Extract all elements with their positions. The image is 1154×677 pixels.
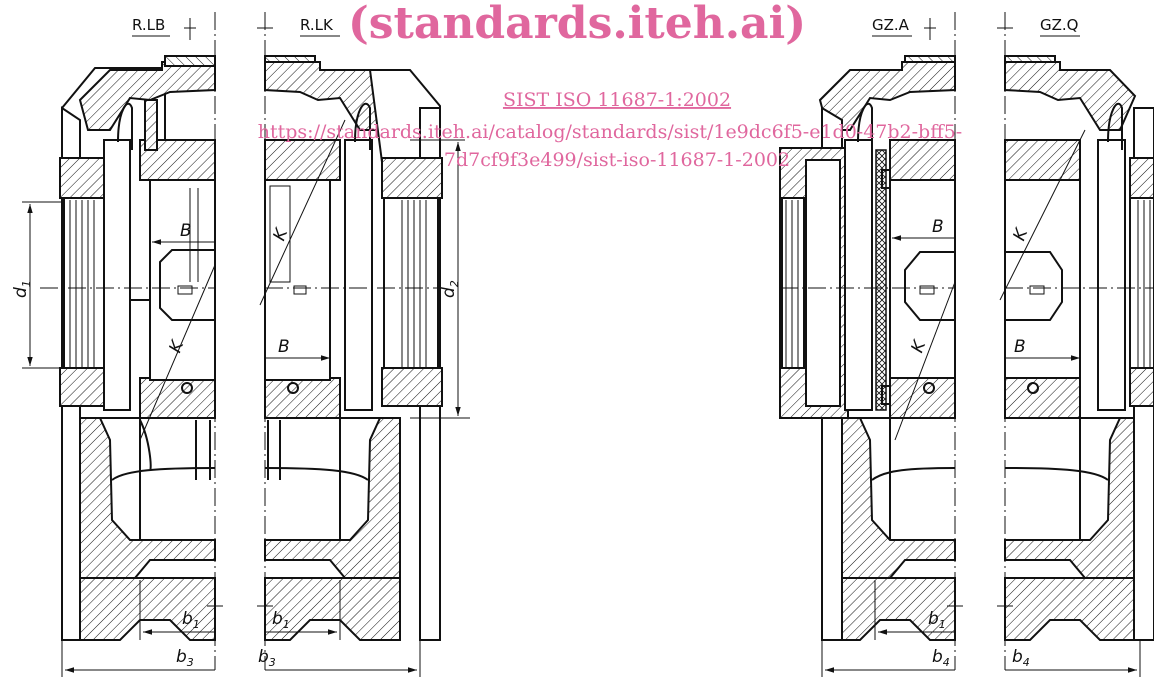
roller-bearing-right [401, 200, 427, 368]
view-r-lb: d1 B K b1 b3 R.LB [11, 12, 223, 677]
view-r-lk: d2 B K b1 b3 R.LK [257, 12, 470, 677]
label-b3-view1: b3 [176, 647, 194, 669]
dim-d1-label: d1 [11, 280, 33, 298]
watermark-url-line2[interactable]: 7d7cf9f3e499/sist-iso-11687-1-2002 [444, 149, 790, 171]
view-label-gz-a: GZ.A [872, 16, 910, 34]
label-B-view2: B [278, 337, 290, 357]
watermark-url-line1[interactable]: https://standards.iteh.ai/catalog/standa… [258, 121, 962, 143]
label-b1-view3: b1 [928, 609, 946, 631]
bolt-mark [181, 382, 193, 394]
view-gz-a: B K b1 b4 GZ.A [779, 12, 963, 677]
cover-plate [164, 55, 216, 67]
label-b4-view3: b4 [932, 647, 950, 669]
view-label-gz-q: GZ.Q [1040, 16, 1078, 34]
label-B-view3: B [932, 217, 944, 237]
label-b1-view1: b1 [182, 609, 200, 631]
roller-bearing-left [69, 200, 95, 368]
roller-bearing-gz-q [1137, 200, 1151, 368]
view-gz-q: B K b4 GZ.Q [997, 12, 1154, 677]
roller-bearing-gz-a [785, 200, 799, 368]
watermark-standard-link[interactable]: SIST ISO 11687-1:2002 [503, 89, 731, 111]
watermark-title: (standards.iteh.ai) [348, 0, 806, 49]
view-label-r-lb: R.LB [132, 16, 165, 34]
label-b3-view2: b3 [258, 647, 276, 669]
seal-strip [875, 149, 887, 411]
hub-section-bottom [139, 377, 216, 419]
label-b4-view4: b4 [1012, 647, 1030, 669]
watermark: (standards.iteh.ai) SIST ISO 11687-1:200… [258, 0, 962, 171]
label-b1-view2: b1 [272, 609, 290, 631]
view-label-r-lk: R.LK [300, 16, 334, 34]
label-B-view1: B [180, 221, 192, 241]
dim-d2-label: d2 [439, 280, 461, 298]
label-B-view4: B [1014, 337, 1026, 357]
